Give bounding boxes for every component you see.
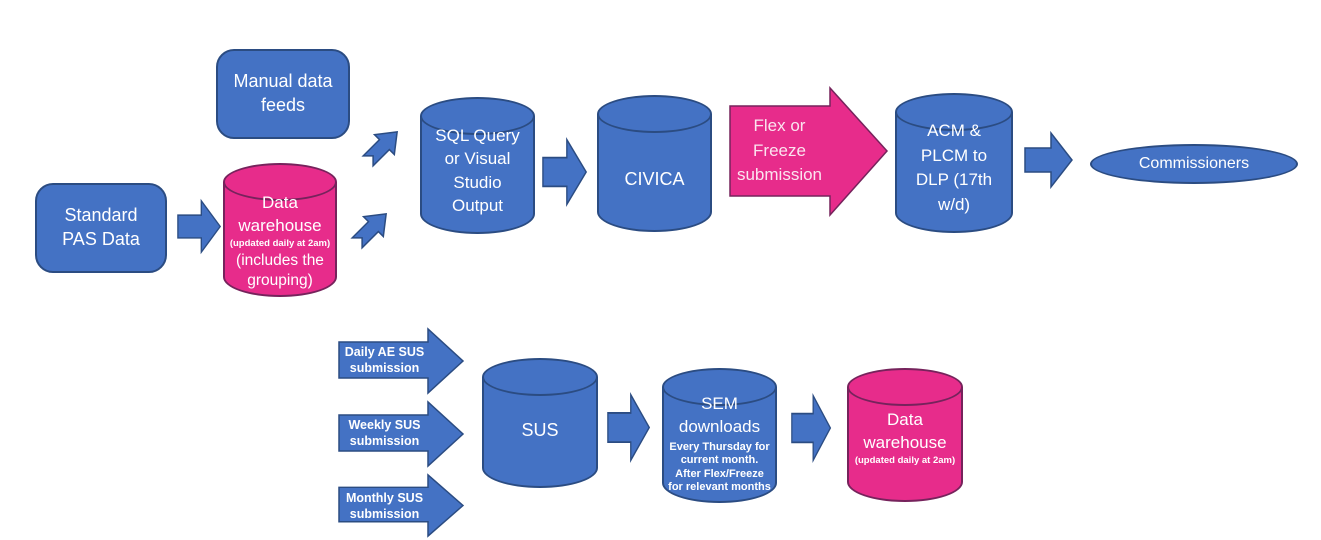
banner-daily-arrow-shape	[338, 327, 465, 395]
banner-monthly-sus: Monthly SUS submission	[338, 473, 465, 538]
cylinder-top-ellipse	[420, 97, 535, 135]
node-commissioners: Commissioners	[1090, 144, 1298, 184]
cylinder-body	[895, 112, 1013, 233]
cylinder-body	[847, 387, 963, 502]
arrow-sus-to-sem	[607, 391, 651, 464]
cylinder-title: SQL Query or Visual Studio Output	[435, 126, 520, 216]
banner-weekly-sus: Weekly SUS submission	[338, 400, 465, 468]
node-commissioners-label: Commissioners	[1138, 155, 1250, 173]
cylinder-body	[420, 116, 535, 234]
flex-freeze-arrow-shape	[729, 86, 889, 217]
cylinder-top-ellipse	[482, 358, 598, 396]
cylinder-acm-plcm: ACM & PLCM to DLP (17th w/d)	[895, 93, 1013, 233]
cylinder-data-warehouse-top: Data warehouse (updated daily at 2am) (i…	[223, 163, 337, 297]
node-manual-data-feeds: Manual data feeds	[216, 49, 350, 139]
cylinder-subtitle: (updated daily at 2am)	[854, 454, 956, 466]
cylinder-title: Data warehouse	[238, 193, 322, 236]
cylinder-sem-downloads: SEM downloads Every Thursday for current…	[662, 368, 777, 503]
cylinder-top-ellipse	[597, 95, 712, 133]
cylinder-top-ellipse	[847, 368, 963, 406]
cylinder-title: SEM downloads	[678, 394, 761, 437]
cylinder-top-ellipse	[895, 93, 1013, 131]
cylinder-title: CIVICA	[624, 169, 685, 189]
cylinder-title: SUS	[521, 420, 559, 440]
banner-daily-label: Daily AE SUS submission	[344, 345, 425, 375]
banner-monthly-label: Monthly SUS submission	[345, 491, 424, 521]
cylinder-body	[662, 387, 777, 503]
node-manual-data-feeds-label: Manual data feeds	[233, 71, 333, 115]
cylinder-data-warehouse-bottom: Data warehouse (updated daily at 2am)	[847, 368, 963, 502]
cylinder-sql-query: SQL Query or Visual Studio Output	[420, 97, 535, 234]
cylinder-title: Data warehouse	[863, 410, 947, 453]
cylinder-note: Every Thursday for current month. After …	[668, 440, 771, 494]
cylinder-subtitle: (updated daily at 2am)	[229, 237, 331, 249]
banner-weekly-arrow-shape	[338, 400, 465, 468]
arrow-warehouse-to-sql	[350, 212, 388, 250]
arrow-pas-to-warehouse	[177, 198, 222, 255]
banner-monthly-arrow-shape	[338, 473, 465, 538]
banner-daily-ae-sus: Daily AE SUS submission	[338, 327, 465, 395]
cylinder-note: (includes the grouping)	[236, 251, 324, 289]
cylinder-civica: CIVICA	[597, 95, 712, 232]
cylinder-top-ellipse	[662, 368, 777, 406]
cylinder-body	[597, 114, 712, 232]
node-standard-pas-data-label: Standard PAS Data	[62, 205, 140, 249]
cylinder-title: ACM & PLCM to DLP (17th w/d)	[915, 121, 993, 214]
arrow-sem-to-warehouse	[791, 392, 832, 464]
arrow-sql-to-civica	[542, 136, 588, 208]
arrow-feeds-to-sql	[361, 130, 399, 168]
flex-freeze-label: Flex or Freeze submission	[736, 116, 823, 185]
cylinder-sus: SUS	[482, 358, 598, 488]
arrow-acm-to-commissioners	[1024, 130, 1073, 190]
cylinder-top-ellipse	[223, 163, 337, 201]
banner-weekly-label: Weekly SUS submission	[348, 418, 421, 448]
arrow-flex-freeze-submission: Flex or Freeze submission	[728, 85, 890, 218]
node-standard-pas-data: Standard PAS Data	[35, 183, 167, 273]
